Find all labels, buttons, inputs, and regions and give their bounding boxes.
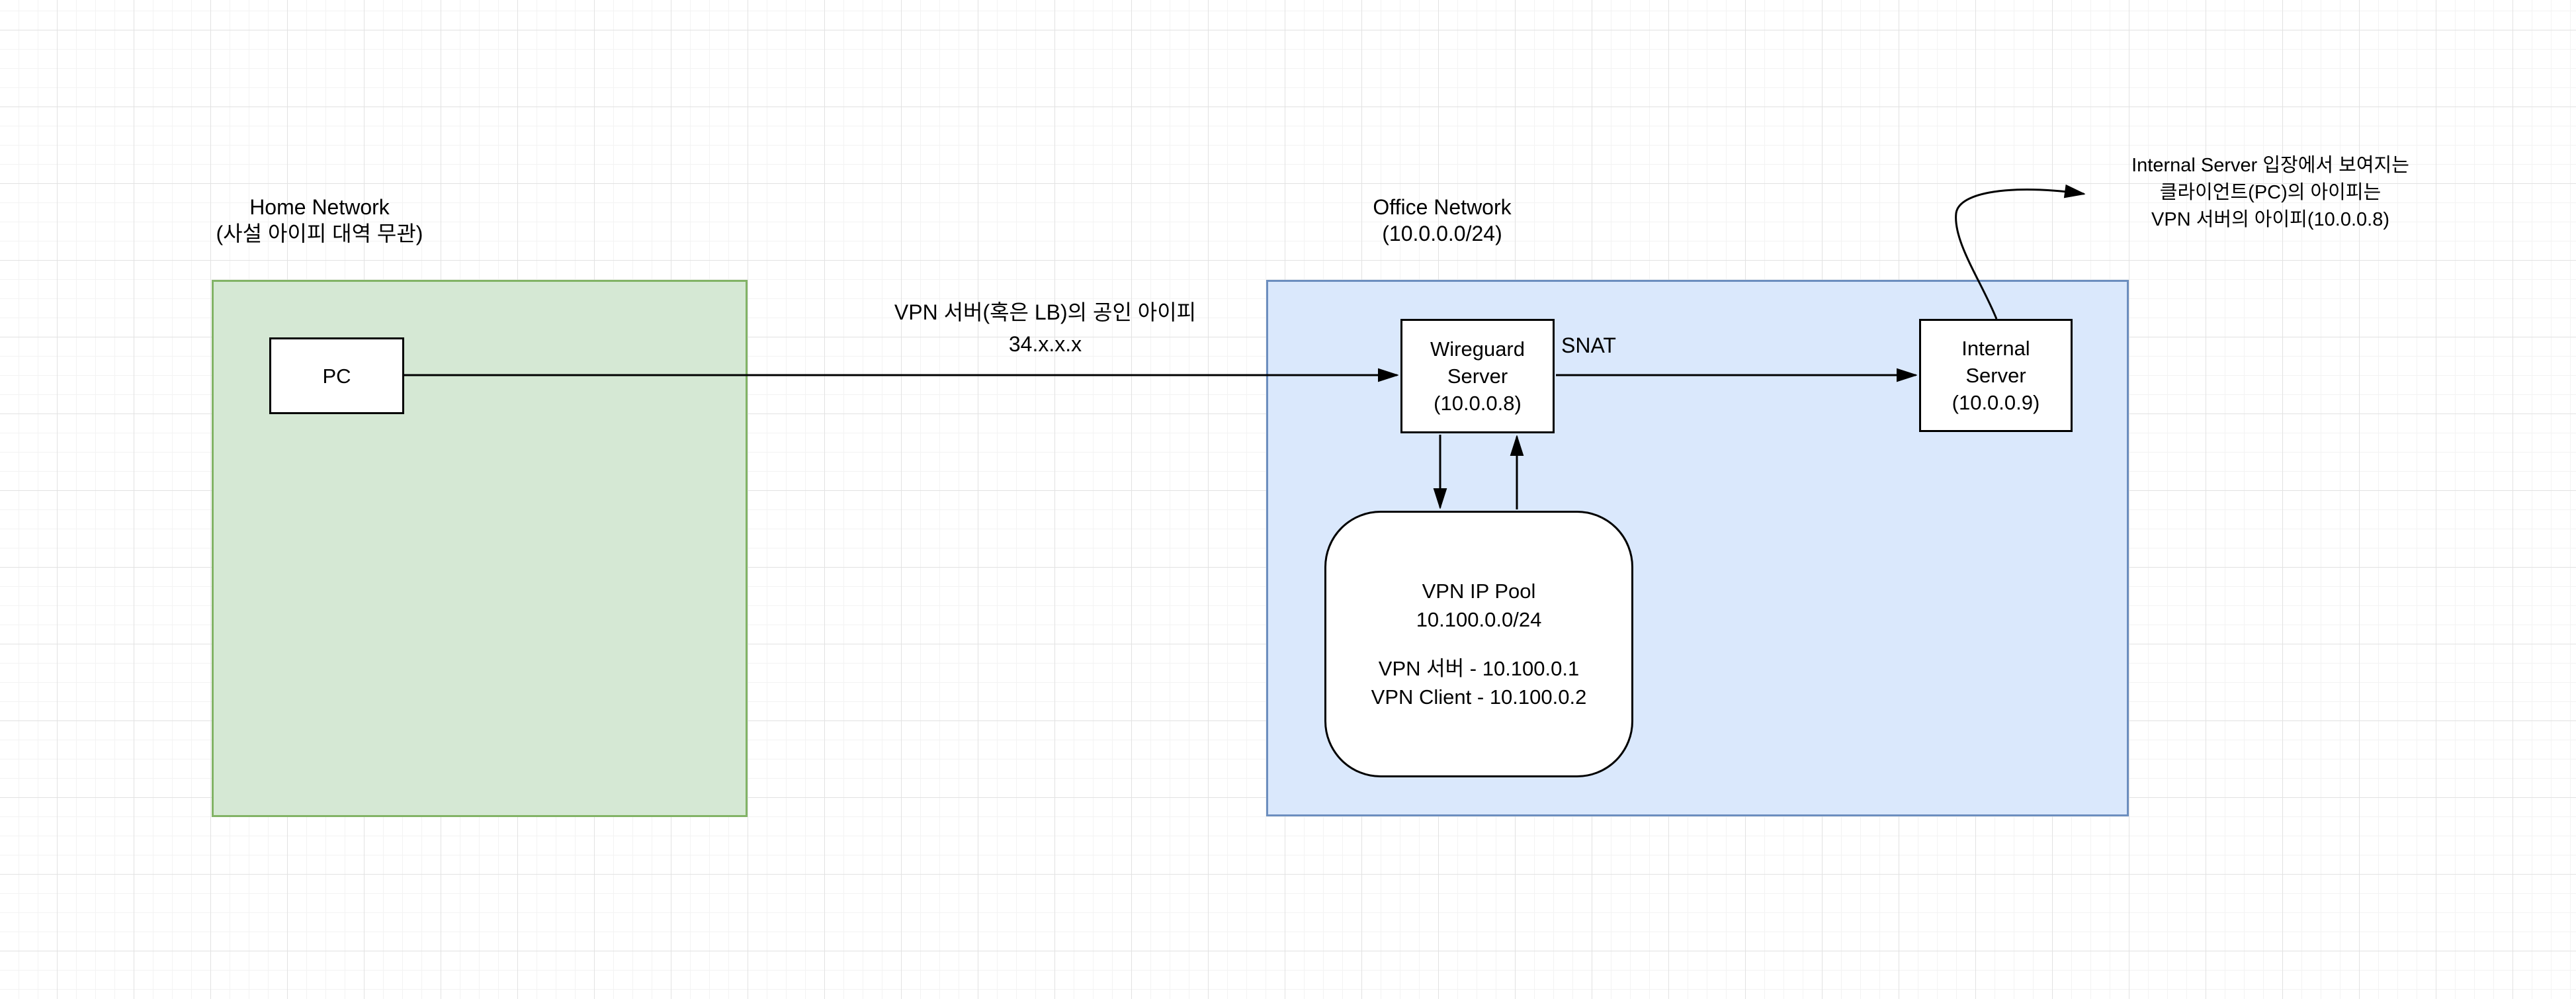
public-ip-label-line: 34.x.x.x	[1008, 332, 1082, 356]
node-label-line: 10.100.0.0/24	[1416, 608, 1542, 631]
public-ip-edge-label[interactable]: VPN 서버(혹은 LB)의 공인 아이피 34.x.x.x	[894, 296, 1196, 360]
office-network-title: Office Network	[1373, 195, 1512, 219]
office-network-subtitle: (10.0.0.0/24)	[1382, 222, 1502, 245]
node-label-line: VPN Client - 10.100.0.2	[1371, 685, 1587, 709]
annotation-line: VPN 서버의 아이피(10.0.0.8)	[2151, 209, 2389, 230]
annotation-internal-server-view[interactable]: Internal Server 입장에서 보여지는 클라이언트(PC)의 아이피…	[2131, 152, 2409, 234]
node-label-line: (10.0.0.9)	[1952, 391, 2040, 414]
node-wireguard-server[interactable]: Wireguard Server (10.0.0.8)	[1400, 319, 1555, 433]
home-network-subtitle: (사설 아이피 대역 무관)	[216, 222, 423, 245]
node-label-line: Server	[1965, 364, 2026, 387]
node-internal-server[interactable]: Internal Server (10.0.0.9)	[1919, 319, 2073, 432]
node-label-line: Wireguard	[1430, 337, 1525, 361]
home-network-label[interactable]: Home Network (사설 아이피 대역 무관)	[216, 194, 423, 247]
node-label-line: Internal	[1961, 337, 2030, 360]
home-network-title: Home Network	[249, 195, 390, 219]
node-label-line: VPN IP Pool	[1422, 580, 1536, 603]
snat-edge-label[interactable]: SNAT	[1561, 333, 1616, 357]
node-label-line: VPN 서버 - 10.100.0.1	[1378, 657, 1580, 680]
node-label-line: (10.0.0.8)	[1434, 392, 1522, 415]
node-label-line: PC	[322, 364, 351, 388]
public-ip-label-line: VPN 서버(혹은 LB)의 공인 아이피	[894, 300, 1197, 324]
office-network-label[interactable]: Office Network (10.0.0.0/24)	[1373, 194, 1511, 247]
annotation-line: Internal Server 입장에서 보여지는	[2131, 155, 2409, 176]
annotation-line: 클라이언트(PC)의 아이피는	[2159, 182, 2382, 203]
node-label-line: Server	[1447, 365, 1508, 388]
node-vpn-ip-pool[interactable]: VPN IP Pool 10.100.0.0/24 VPN 서버 - 10.10…	[1324, 511, 1633, 777]
node-pc[interactable]: PC	[269, 337, 404, 414]
